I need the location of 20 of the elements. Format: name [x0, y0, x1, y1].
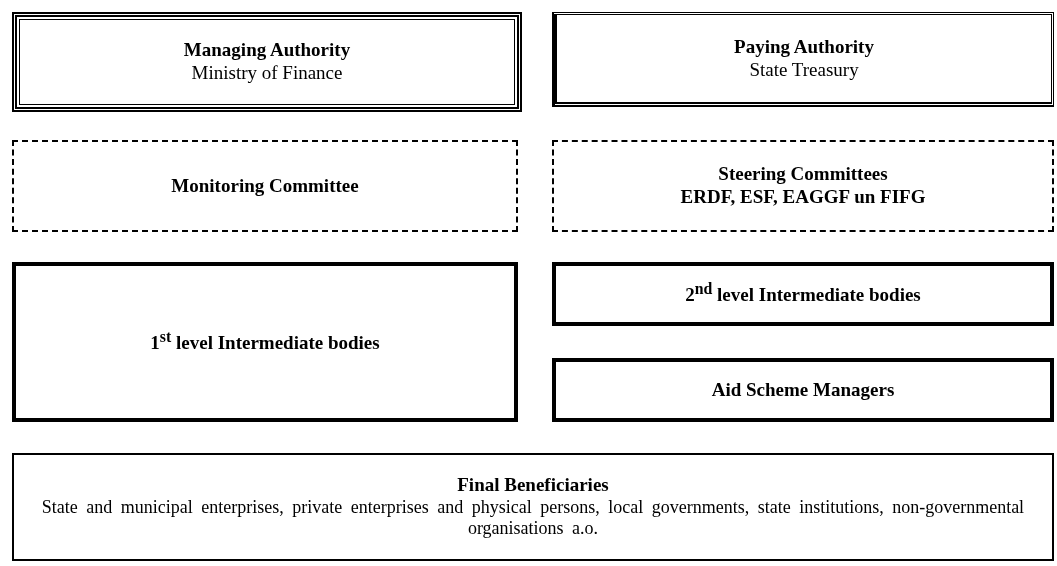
box-heading: Steering Committees: [718, 163, 888, 186]
box-heading: Monitoring Committee: [171, 174, 359, 198]
box-heading: Paying Authority: [734, 35, 874, 59]
box-heading: 1$^{st}$ level Intermediate bodies: [150, 328, 380, 356]
box-subtext: State and municipal enterprises, private enterprises and physical persons, local governments, state institutions, non-governmental organisations a.o.: [40, 496, 1026, 540]
box-subtext: Ministry of Finance: [191, 62, 343, 85]
box-heading: Final Beneficiaries: [457, 474, 609, 497]
box-heading: 2$^{nd}$ level Intermediate bodies: [685, 280, 921, 308]
box-heading: Managing Authority: [183, 39, 351, 62]
beneficiaries-box: [12, 453, 1054, 561]
committee-box: [12, 140, 518, 232]
body-box: [552, 358, 1054, 422]
box-subtext: State Treasury: [749, 58, 859, 82]
box-subtext: ERDF, ESF, EAGGF un FIFG: [680, 186, 926, 209]
box-heading: Aid Scheme Managers: [711, 378, 895, 402]
body-box: [12, 262, 518, 422]
body-box: [552, 262, 1054, 326]
committee-box: [552, 140, 1054, 232]
authority-box: [12, 12, 522, 112]
authority-box: [552, 12, 1054, 107]
